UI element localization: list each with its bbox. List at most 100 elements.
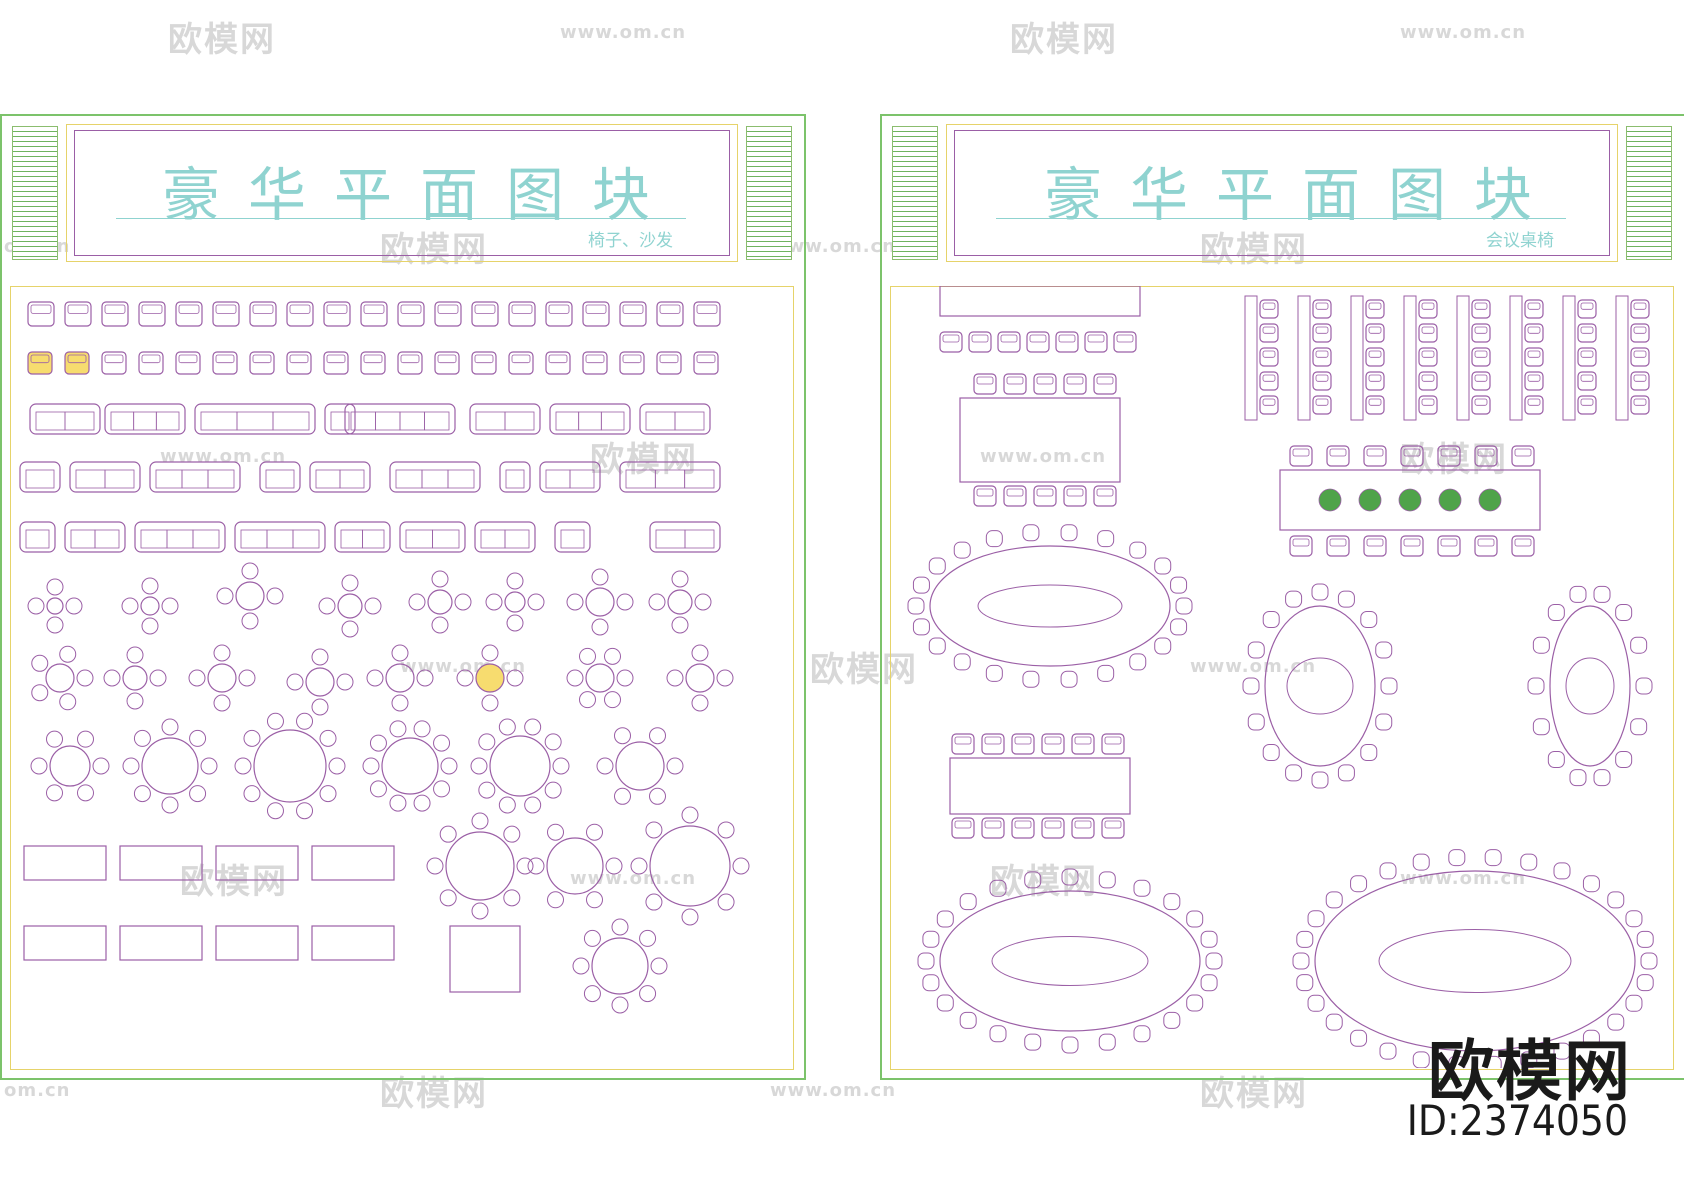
chair-block (1011, 817, 1035, 839)
sofa-block (344, 403, 456, 435)
table-chair (1625, 994, 1643, 1012)
table-chair (478, 781, 496, 799)
table-chair (586, 891, 603, 909)
chair-back (585, 304, 607, 314)
table-chair (1375, 641, 1393, 659)
chair-back (1000, 334, 1018, 343)
table-chair (77, 730, 94, 748)
right-sheet-furniture-drawing (907, 286, 1658, 1068)
chair-back (942, 334, 960, 343)
table-chair (616, 593, 634, 611)
chair-back (363, 304, 385, 314)
lectern-desk (939, 286, 1141, 317)
chair-block (1026, 331, 1050, 353)
sofa-block (389, 461, 481, 493)
chair-back (67, 304, 89, 314)
chair-back (1477, 448, 1495, 457)
table-chair (614, 727, 631, 745)
chair-back (1580, 326, 1594, 334)
chair-block (1524, 347, 1544, 367)
sofa-seat (266, 529, 294, 549)
chair-block (1289, 535, 1313, 557)
chair-back (954, 820, 972, 829)
sofa-seat (395, 469, 423, 489)
chair-back (548, 354, 568, 364)
chair-back (474, 304, 496, 314)
table-chair (1375, 713, 1393, 731)
table-chair (1607, 1013, 1625, 1031)
chair-block (1071, 817, 1095, 839)
round-table (445, 831, 515, 901)
table-chair (1163, 893, 1181, 911)
plant (1358, 488, 1382, 512)
chair-block (1003, 373, 1027, 395)
chair-block (360, 351, 386, 375)
watermark-logo: 欧模网 (1200, 230, 1308, 270)
table-chair (1129, 653, 1147, 671)
chair-block (1577, 323, 1597, 343)
table-chair (431, 616, 449, 634)
sofa-seat (655, 529, 686, 549)
table-chair (31, 654, 49, 672)
chair-back (1036, 488, 1054, 497)
table-chair (953, 653, 971, 671)
table-chair (649, 787, 666, 805)
chair-back (1474, 302, 1488, 310)
table-chair (527, 593, 545, 611)
table-chair (506, 572, 524, 590)
chair-block (1093, 485, 1117, 507)
chair-back (1292, 448, 1310, 457)
chair-back (1066, 488, 1084, 497)
left-sheet-title: 豪华平面图块 (162, 161, 679, 229)
sofa-seat (560, 529, 585, 549)
chair-back (1474, 350, 1488, 358)
sofa-seat (140, 529, 168, 549)
oval-table-inner (1565, 657, 1615, 715)
table-chair (121, 597, 139, 615)
row-desk (1350, 295, 1364, 421)
sofa-block (539, 461, 601, 493)
sofa-block (554, 521, 591, 553)
table-chair (1630, 636, 1648, 654)
table-chair (645, 893, 663, 911)
table-chair (341, 574, 359, 592)
table-chair (243, 729, 261, 747)
sofa-seat (192, 529, 220, 549)
watermark-logo: 欧模网 (1010, 20, 1118, 60)
table-chair (516, 857, 534, 875)
table-chair (133, 729, 151, 747)
table-chair (717, 893, 735, 911)
table-chair (319, 729, 337, 747)
table-chair (1311, 583, 1329, 601)
sofa-seat (339, 469, 365, 489)
chair-block (1033, 373, 1057, 395)
sofa-seat (133, 411, 157, 431)
chair-block (1418, 371, 1438, 391)
rect-table (215, 925, 299, 961)
watermark-url: www.om.cn (570, 868, 697, 889)
chair-block (101, 351, 127, 375)
chair-back (1262, 398, 1276, 406)
table-chair (46, 616, 64, 634)
table-chair (1412, 853, 1430, 871)
chair-block (1511, 445, 1535, 467)
table-chair (188, 669, 206, 687)
table-chair (433, 734, 451, 752)
round-table (504, 591, 526, 613)
round-table (585, 587, 615, 617)
chair-back (141, 304, 163, 314)
table-chair (1061, 1036, 1079, 1054)
chair-back (30, 304, 52, 314)
table-chair (1520, 853, 1538, 871)
table-chair (1022, 524, 1040, 542)
right-sheet-title-rule (996, 218, 1566, 219)
sofa-seat (600, 411, 625, 431)
table-chair (583, 985, 601, 1003)
table-chair (547, 823, 564, 841)
chair-block (1365, 323, 1385, 343)
left-sheet-furniture-drawing (19, 301, 750, 1014)
table-chair (650, 957, 668, 975)
chair-back (104, 354, 124, 364)
table-chair (439, 889, 457, 907)
table-chair (666, 669, 684, 687)
